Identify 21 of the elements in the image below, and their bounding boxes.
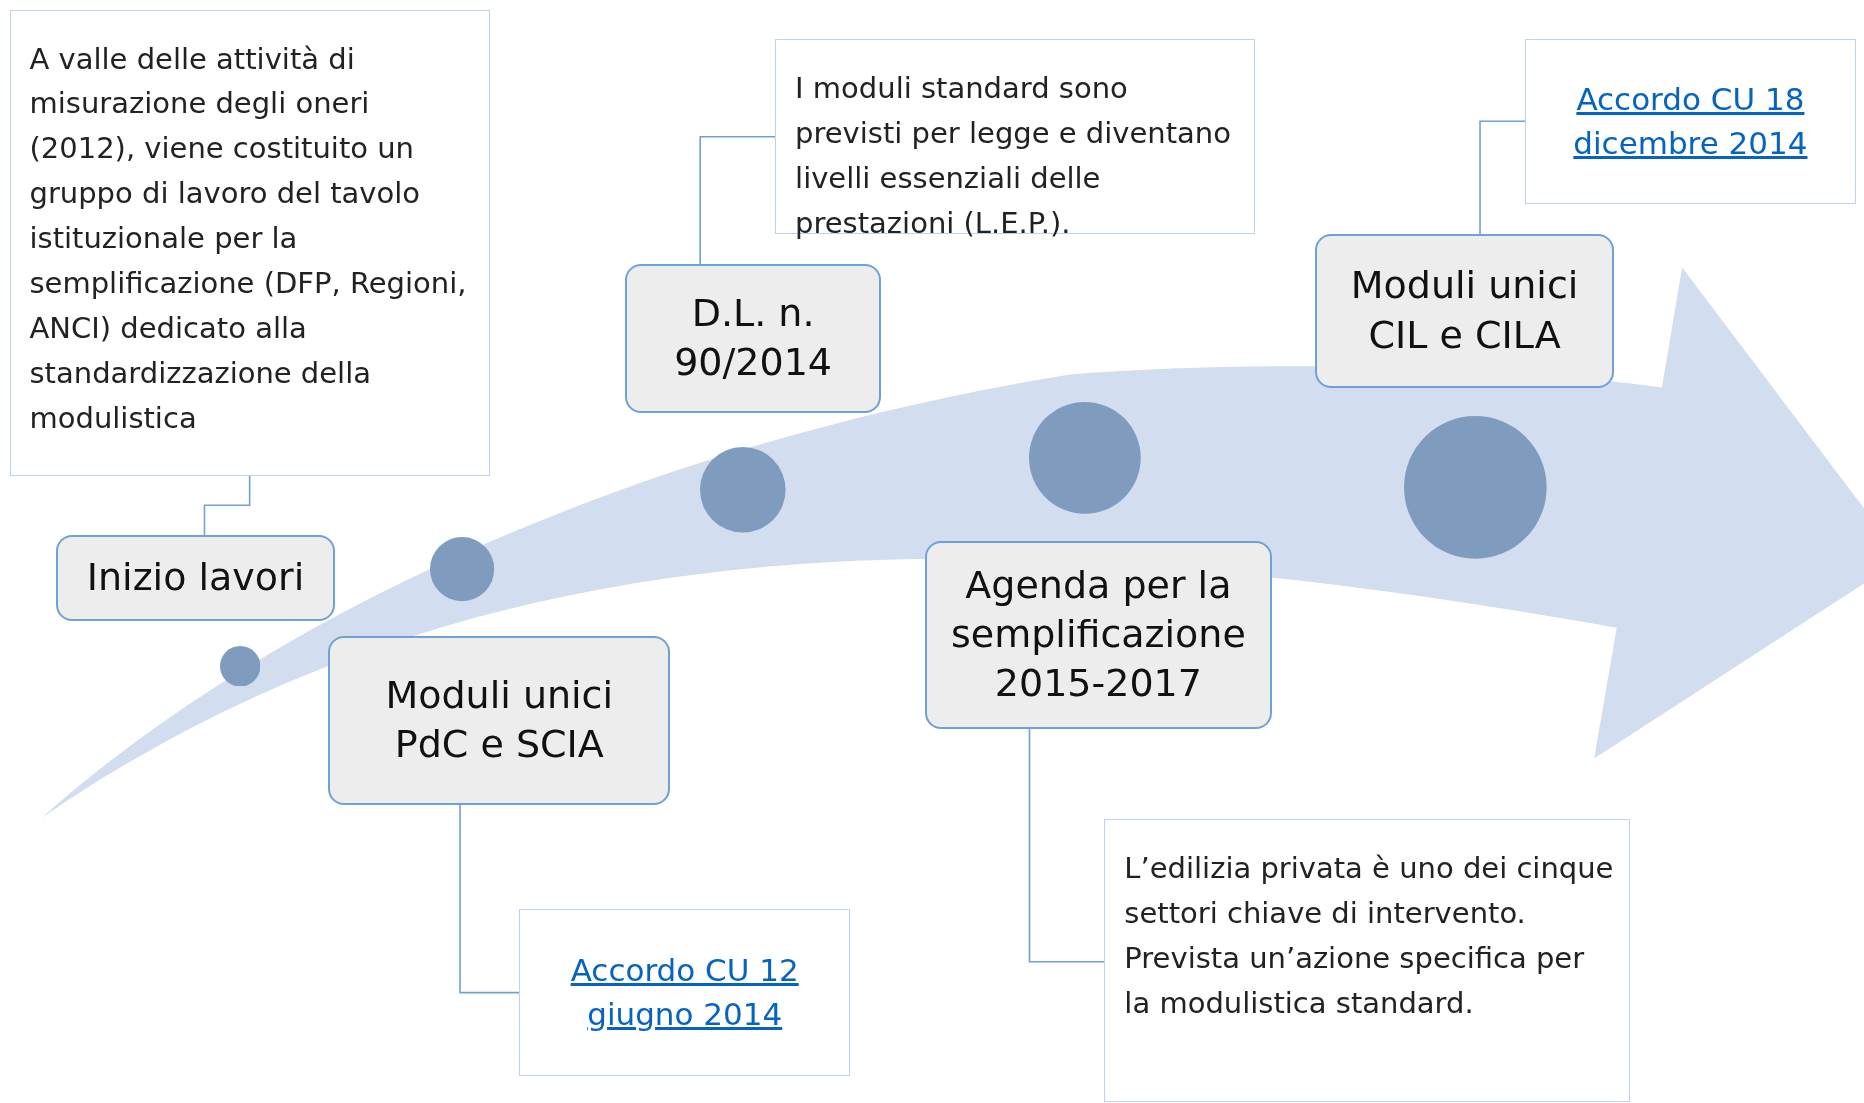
connector-line — [1028, 727, 1106, 963]
timeline-circle — [219, 645, 261, 686]
connector-line — [1479, 120, 1526, 235]
milestone-box: Moduli unici PdC e SCIA — [328, 636, 671, 805]
callout-box — [519, 909, 850, 1076]
document-link: Accordo CU 18 dicembre 2014 — [1572, 80, 1809, 163]
connector-line — [203, 474, 251, 536]
timeline-circle — [700, 446, 786, 533]
callout-note: A valle delle attività di misurazione degli oneri (2012), viene costituito un gruppo di lavoro del tavolo istituzionale per la semplificazione (DFP, Regioni, ANCI) dedicato alla standardizzazione della modulistica — [9, 9, 490, 476]
document-link: Accordo CU 12 giugno 2014 — [569, 951, 800, 1034]
timeline-circle — [1403, 416, 1547, 559]
milestone-box: Inizio lavori — [55, 534, 336, 621]
callout-box — [1525, 39, 1856, 205]
timeline-circle — [430, 537, 495, 602]
milestone-box: D.L. n. 90/2014 — [625, 263, 881, 413]
callout-note: L’edilizia privata è uno dei cinque settori chiave di intervento. Prevista un’azione specifica per la modulistica standard. — [1104, 819, 1630, 1102]
milestone-box: Moduli unici CIL e CILA — [1314, 234, 1615, 388]
connector-line — [699, 135, 776, 265]
timeline-circle — [1029, 401, 1142, 514]
milestone-box: Agenda per la semplificazione 2015-2017 — [924, 540, 1272, 729]
connector-line — [459, 804, 521, 994]
